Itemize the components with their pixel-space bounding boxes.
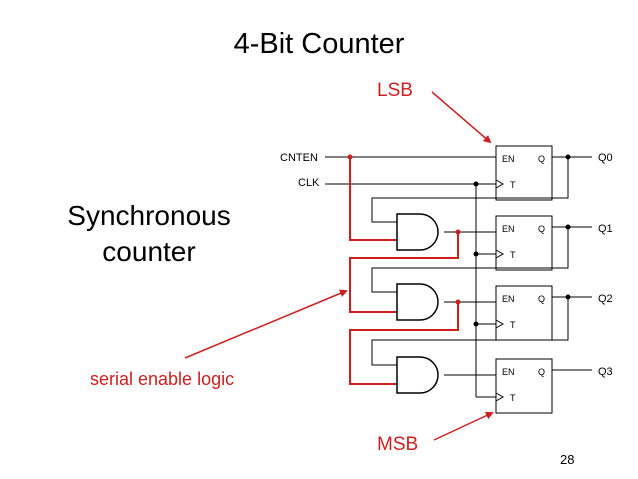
flipflop-3: EN Q T <box>495 358 553 414</box>
junction-dots <box>347 154 571 327</box>
subtitle-line-2: counter <box>102 236 196 267</box>
ff1-q-label: Q <box>538 224 545 234</box>
flipflop-1: EN Q T <box>495 215 553 271</box>
flipflop-0: EN Q T <box>495 145 553 201</box>
and-gates <box>396 213 439 394</box>
lsb-arrow <box>431 91 492 144</box>
clk-label: CLK <box>298 177 320 189</box>
ff3-q-label: Q <box>538 367 545 377</box>
flipflop-2: EN Q T <box>495 285 553 341</box>
ff3-t-label: T <box>510 393 516 403</box>
serial-enable-annotation: serial enable logic <box>90 369 235 389</box>
q2-label: Q2 <box>598 293 613 305</box>
page-number: 28 <box>560 452 575 467</box>
msb-annotation: MSB <box>377 434 419 455</box>
serial-enable-chain <box>349 157 459 385</box>
ff0-q-label: Q <box>538 154 545 164</box>
lsb-annotation: LSB <box>377 80 413 101</box>
slide-subtitle: Synchronous counter <box>40 198 258 270</box>
msb-arrow <box>433 411 494 441</box>
and-gate-3 <box>396 356 439 394</box>
q1-label: Q1 <box>598 223 613 235</box>
ff0-en-label: EN <box>502 154 515 164</box>
ff3-en-label: EN <box>502 367 515 377</box>
and-gate-2 <box>396 283 439 321</box>
serial-enable-arrow <box>184 289 348 359</box>
subtitle-line-1: Synchronous <box>67 200 231 231</box>
ff2-q-label: Q <box>538 294 545 304</box>
black-wiring <box>325 156 592 398</box>
ff1-t-label: T <box>510 250 516 260</box>
q0-label: Q0 <box>598 152 613 164</box>
ff0-t-label: T <box>510 180 516 190</box>
q3-label: Q3 <box>598 366 613 378</box>
cnten-label: CNTEN <box>280 152 318 164</box>
annotation-arrows <box>184 91 494 441</box>
ff2-en-label: EN <box>502 294 515 304</box>
ff1-en-label: EN <box>502 224 515 234</box>
and-gate-1 <box>396 213 439 251</box>
ff2-t-label: T <box>510 320 516 330</box>
slide-title: 4-Bit Counter <box>233 28 405 60</box>
